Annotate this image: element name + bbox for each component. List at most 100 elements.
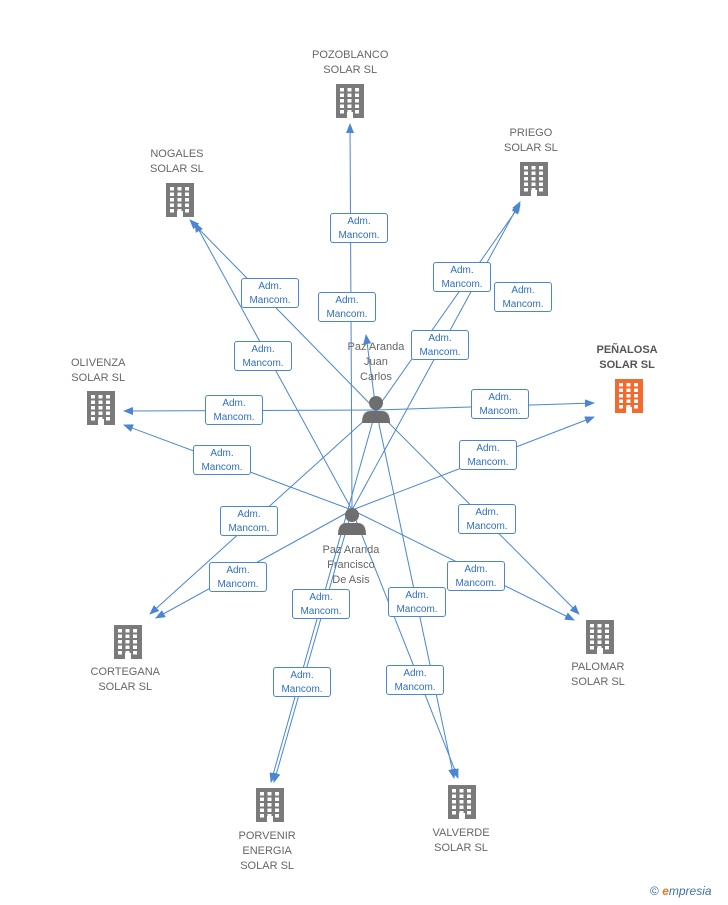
- companies-label-nogales[interactable]: NOGALES SOLAR SL: [150, 147, 204, 177]
- relation-label-box[interactable]: Adm.Mancom.: [471, 389, 529, 419]
- edge-juan-nogales: [189, 219, 377, 411]
- brand-initial: e: [662, 884, 669, 898]
- relation-label-line: Mancom.: [502, 299, 544, 310]
- relation-label-box[interactable]: Adm.Mancom.: [494, 282, 552, 312]
- building-icon-olivenza[interactable]: [87, 391, 115, 425]
- relation-label-line: Adm.: [488, 392, 512, 403]
- building-icon-porvenir[interactable]: [256, 788, 284, 822]
- label-line: VALVERDE: [432, 827, 490, 839]
- person-icon-juan[interactable]: [362, 396, 390, 423]
- relation-label-box[interactable]: Adm. Mancom.: [330, 213, 388, 243]
- relation-label-box[interactable]: Adm.Mancom.: [388, 587, 446, 617]
- relation-label-box[interactable]: Adm. Mancom.: [433, 262, 491, 292]
- relation-label-box[interactable]: Adm. Mancom.: [241, 278, 299, 308]
- relation-label-box[interactable]: Adm. Mancom.: [459, 440, 517, 470]
- companies-label-valverde[interactable]: VALVERDE SOLAR SL: [433, 826, 490, 856]
- person-icon-francisco[interactable]: [338, 508, 366, 535]
- label-line: SOLAR SL: [504, 142, 558, 154]
- relation-label-box[interactable]: Adm. Mancom.: [273, 667, 331, 697]
- label-line: PORVENIR: [238, 830, 296, 842]
- label-line: Paz Aranda: [322, 544, 380, 556]
- relation-label-line: Adm.: [450, 265, 474, 276]
- relation-label-line: Mancom.: [300, 606, 342, 617]
- relation-label-line: Mancom.: [281, 684, 323, 695]
- relation-label-line: Adm.: [210, 448, 234, 459]
- relation-label-line: Mancom.: [441, 279, 483, 290]
- edge-francisco-valverde: [351, 509, 459, 779]
- label-line: ENERGIA: [242, 845, 292, 857]
- relation-label-line: Adm.: [226, 565, 250, 576]
- relation-label-box[interactable]: Adm. Mancom.: [292, 589, 350, 619]
- relation-label-box[interactable]: Adm.Mancom.: [205, 395, 263, 425]
- icons-layer: [87, 84, 643, 822]
- relation-label-box[interactable]: Adm.Mancom.: [458, 504, 516, 534]
- building-icon-valverde[interactable]: [448, 785, 476, 819]
- relation-label-line: Adm.: [428, 333, 452, 344]
- relation-label-box[interactable]: Adm. Mancom.: [318, 292, 376, 322]
- label-line: PRIEGO: [509, 127, 553, 139]
- label-line: NOGALES: [150, 148, 204, 160]
- companies-label-porvenir[interactable]: PORVENIR ENERGIA SOLAR SL: [239, 829, 296, 874]
- relation-label-box[interactable]: Adm. Mancom.: [209, 562, 267, 592]
- companies-label-penalosa[interactable]: PEÑALOSA SOLAR SL: [597, 343, 658, 373]
- relation-label-line: Mancom.: [394, 682, 436, 693]
- relation-label-line: Adm.: [290, 670, 314, 681]
- building-icon-priego[interactable]: [520, 162, 548, 196]
- relation-label-line: Mancom.: [467, 457, 509, 468]
- label-line: Francisco: [327, 559, 375, 571]
- relation-label-box[interactable]: Adm. Mancom.: [193, 445, 251, 475]
- relation-label-line: Adm.: [347, 216, 371, 227]
- label-line: PEÑALOSA: [596, 344, 658, 356]
- relation-label-line: Adm.: [309, 592, 333, 603]
- relation-label-line: Mancom.: [338, 230, 380, 241]
- brand-footer[interactable]: © empresia: [650, 884, 712, 898]
- relation-label-box[interactable]: Adm. Mancom.: [234, 341, 292, 371]
- companies-label-priego[interactable]: PRIEGO SOLAR SL: [504, 126, 558, 156]
- label-line: SOLAR SL: [599, 359, 655, 371]
- building-icon-nogales[interactable]: [166, 183, 194, 217]
- relation-label-line: Adm.: [237, 509, 261, 520]
- relation-label-line: Adm.: [251, 344, 275, 355]
- relation-label-line: Adm.: [403, 668, 427, 679]
- building-icon-penalosa[interactable]: [615, 379, 643, 413]
- relation-label-line: Adm.: [335, 295, 359, 306]
- relation-label-line: Mancom.: [419, 347, 461, 358]
- relation-label-line: Mancom.: [201, 462, 243, 473]
- relation-label-line: Adm.: [475, 507, 499, 518]
- relation-label-line: Mancom.: [228, 523, 270, 534]
- relation-label-line: Adm.: [258, 281, 282, 292]
- relation-label-line: Mancom.: [217, 579, 259, 590]
- building-icon-pozoblanco[interactable]: [336, 84, 364, 118]
- relation-label-line: Mancom.: [326, 309, 368, 320]
- relation-label-line: Mancom.: [242, 358, 284, 369]
- label-line: SOLAR SL: [150, 163, 204, 175]
- copyright-symbol: ©: [650, 884, 659, 898]
- relation-label-line: Adm.: [222, 398, 246, 409]
- relation-label-line: Adm.: [464, 564, 488, 575]
- relation-label-line: Mancom.: [249, 295, 291, 306]
- edge-juan-priego: [375, 204, 521, 411]
- building-icon-cortegana[interactable]: [114, 625, 142, 659]
- relation-label-line: Adm.: [476, 443, 500, 454]
- relation-label-box[interactable]: Adm. Mancom.: [220, 506, 278, 536]
- brand-name: mpresia: [668, 884, 712, 898]
- label-line: SOLAR SL: [323, 64, 378, 76]
- label-line: SOLAR SL: [434, 842, 488, 854]
- building-icon-palomar[interactable]: [586, 620, 614, 654]
- relation-label-line: Mancom.: [396, 604, 438, 615]
- label-line: SOLAR SL: [240, 860, 295, 872]
- relation-label-box[interactable]: Adm. Mancom.: [386, 665, 444, 695]
- label-line: Paz Aranda: [347, 341, 405, 353]
- label-line: SOLAR SL: [98, 681, 153, 693]
- label-line: Juan: [364, 356, 388, 368]
- label-line: Carlos: [360, 371, 392, 383]
- relation-label-box[interactable]: Adm. Mancom.: [411, 330, 469, 360]
- relation-label-box[interactable]: Adm.Mancom.: [447, 561, 505, 591]
